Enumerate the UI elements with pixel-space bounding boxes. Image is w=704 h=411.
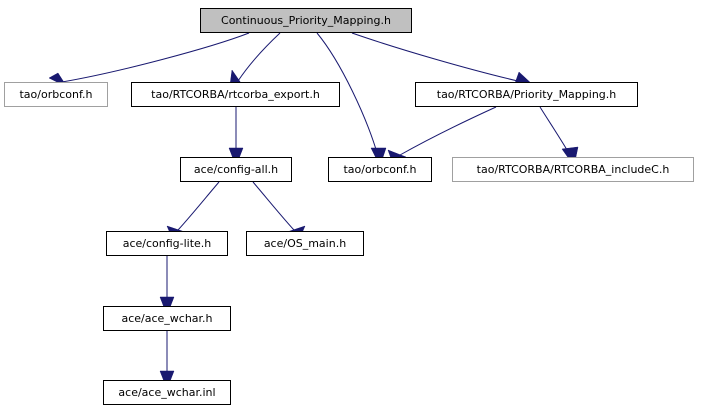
graph-node-label: Continuous_Priority_Mapping.h: [221, 14, 391, 27]
graph-node-label: tao/RTCORBA/Priority_Mapping.h: [436, 88, 617, 101]
graph-node-label: tao/RTCORBA/RTCORBA_includeC.h: [476, 163, 670, 176]
graph-node-root[interactable]: Continuous_Priority_Mapping.h: [200, 8, 412, 33]
graph-node-os_main[interactable]: ace/OS_main.h: [246, 231, 364, 256]
graph-node-label: ace/ace_wchar.h: [121, 312, 213, 325]
graph-node-rtcorba_export[interactable]: tao/RTCORBA/rtcorba_export.h: [131, 82, 340, 107]
graph-node-config_lite[interactable]: ace/config-lite.h: [106, 231, 228, 256]
graph-node-label: ace/OS_main.h: [263, 237, 347, 250]
graph-node-ace_wchar_h[interactable]: ace/ace_wchar.h: [103, 306, 231, 331]
graph-node-label: ace/config-all.h: [193, 163, 279, 176]
graph-node-label: ace/ace_wchar.inl: [118, 386, 216, 399]
graph-node-label: tao/orbconf.h: [343, 163, 417, 176]
graph-node-orbconf_left[interactable]: tao/orbconf.h: [4, 82, 108, 107]
graph-node-priority_mapping[interactable]: tao/RTCORBA/Priority_Mapping.h: [415, 82, 638, 107]
graph-node-label: ace/config-lite.h: [122, 237, 212, 250]
graph-node-label: tao/orbconf.h: [19, 88, 93, 101]
graph-node-config_all[interactable]: ace/config-all.h: [180, 157, 292, 182]
graph-node-orbconf_mid[interactable]: tao/orbconf.h: [328, 157, 432, 182]
graph-node-ace_wchar_inl[interactable]: ace/ace_wchar.inl: [103, 380, 231, 405]
graph-node-label: tao/RTCORBA/rtcorba_export.h: [151, 88, 320, 101]
graph-node-rtcorba_include[interactable]: tao/RTCORBA/RTCORBA_includeC.h: [452, 157, 694, 182]
